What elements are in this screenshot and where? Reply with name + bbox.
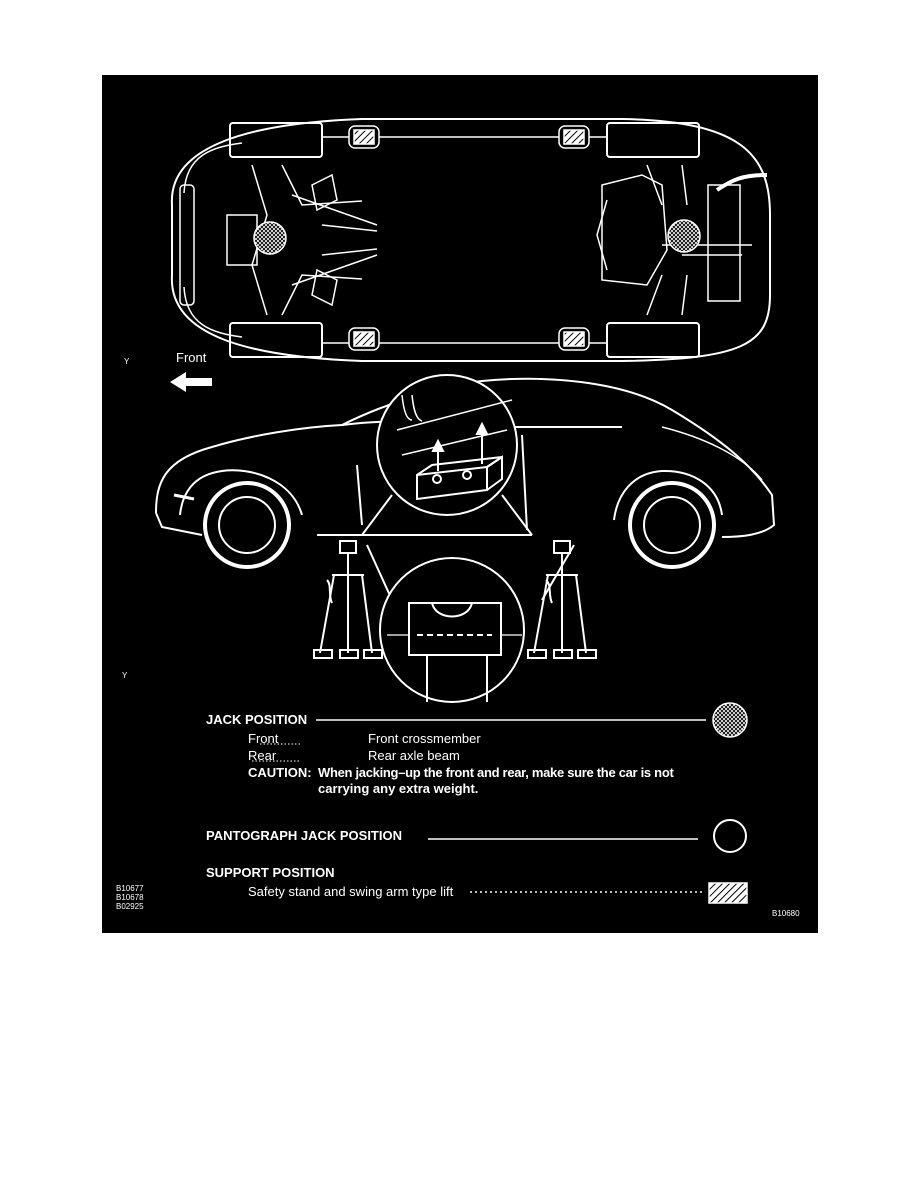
lift-point-detail-circle <box>361 374 533 536</box>
code-left-3: B02925 <box>116 902 144 911</box>
jack-rear-key: Rear <box>248 748 277 763</box>
code-left-2: B10678 <box>116 893 144 902</box>
code-right: B10680 <box>772 909 800 918</box>
front-direction-arrow-icon <box>170 372 212 392</box>
tyre-front-left <box>229 122 323 158</box>
tyre-rear-left <box>606 122 700 158</box>
stand-saddle-detail-circle <box>366 544 575 703</box>
front-jack-point-marker <box>253 221 287 255</box>
diagram-graphics <box>155 118 776 904</box>
rear-jack-point-marker <box>667 219 701 253</box>
jack-stands <box>313 540 597 659</box>
support-symbol <box>708 882 748 904</box>
caution-line-1: When jacking–up the front and rear, make… <box>318 765 674 780</box>
jack-position-symbol <box>712 702 748 738</box>
support-title: SUPPORT POSITION <box>206 865 335 880</box>
pantograph-symbol <box>713 819 747 853</box>
jack-rear-value: Rear axle beam <box>368 748 460 763</box>
top-view-marker: Y <box>124 357 130 366</box>
pantograph-title: PANTOGRAPH JACK POSITION <box>206 828 402 843</box>
diagram-panel: Y Front Y JACK POSITION Front Front cros… <box>102 75 818 933</box>
tyre-rear-right <box>606 322 700 358</box>
jack-position-title: JACK POSITION <box>206 712 308 727</box>
code-left-1: B10677 <box>116 884 144 893</box>
jack-front-key: Front <box>248 731 279 746</box>
side-view-car <box>155 377 776 538</box>
support-point-markers <box>348 125 590 351</box>
top-view-underside <box>170 118 771 362</box>
side-view-wheels <box>203 481 716 569</box>
tyre-front-right <box>229 322 323 358</box>
jack-front-value: Front crossmember <box>368 731 481 746</box>
support-item: Safety stand and swing arm type lift <box>248 884 454 899</box>
caution-key: CAUTION: <box>248 765 312 780</box>
side-view-marker: Y <box>122 671 128 680</box>
front-label: Front <box>176 350 207 365</box>
caution-line-2: carrying any extra weight. <box>318 781 479 796</box>
